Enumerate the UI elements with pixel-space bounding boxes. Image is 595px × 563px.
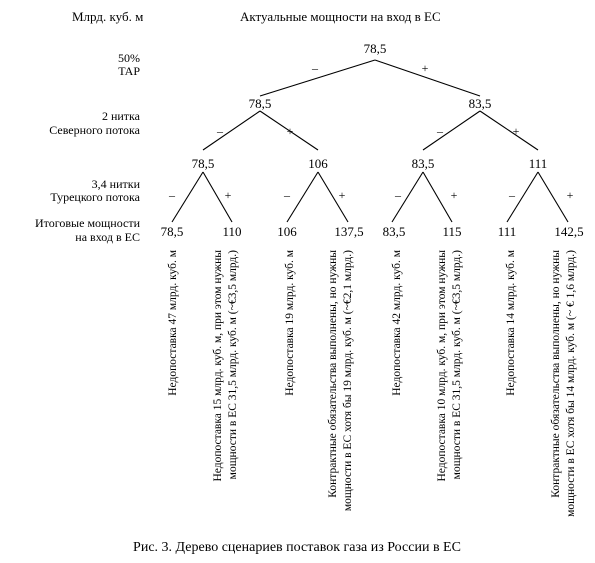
leaf-value: 111 [498, 224, 517, 239]
branch-sign-plus: + [567, 188, 574, 202]
scenario-note-5: Недопоставка 42 млрд. куб. м [391, 249, 403, 395]
tree-nodes: 78,5 78,5 83,5 78,5 106 83,5 111 78,5 11… [161, 41, 584, 239]
row-label-nord-stream-line1: 2 нитка [102, 109, 141, 123]
tree-edge [286, 171, 319, 223]
leaf-value: 110 [222, 224, 241, 239]
tree-edge [171, 171, 204, 223]
tree-edge [537, 171, 569, 223]
branch-sign-minus: – [168, 188, 176, 202]
node-level1: 83,5 [469, 96, 492, 111]
branch-sign-minus: – [216, 124, 224, 138]
scenario-notes: Недопоставка 47 млрд. куб. м Недопоставк… [167, 249, 577, 517]
row-label-total-line2: на вход в ЕС [75, 230, 140, 244]
unit-label: Млрд. куб. м [72, 9, 143, 24]
scenario-note-1: Недопоставка 47 млрд. куб. м [167, 249, 179, 395]
node-root: 78,5 [364, 41, 387, 56]
branch-sign-minus: – [436, 124, 444, 138]
row-label-turk-stream-line2: Турецкого потока [50, 190, 140, 204]
tree-edges [171, 59, 569, 223]
branch-sign-minus: – [508, 188, 516, 202]
leaf-value: 142,5 [554, 224, 583, 239]
branch-sign-minus: – [283, 188, 291, 202]
figure-caption: Рис. 3. Дерево сценариев поставок газа и… [133, 540, 461, 555]
tree-edge [202, 171, 233, 223]
leaf-value: 106 [277, 224, 297, 239]
tree-edge [479, 110, 539, 151]
branch-sign-plus: + [513, 124, 520, 138]
scenario-note-6-line1: Недопоставка 10 млрд. куб. м, при этом н… [436, 250, 448, 482]
branch-sign-plus: + [451, 188, 458, 202]
scenario-note-2-line1: Недопоставка 15 млрд. куб. м, при этом н… [212, 250, 224, 482]
scenario-note-2-line2: мощности в ЕС 31,5 млрд. куб. м (~€3,5 м… [227, 250, 239, 479]
row-label-tap-line1: 50% [118, 51, 140, 65]
scenario-note-6-line2: мощности в ЕС 31,5 млрд. куб. м (~€3,5 м… [451, 250, 463, 479]
row-label-nord-stream-line2: Северного потока [49, 123, 140, 137]
leaf-value: 78,5 [161, 224, 184, 239]
row-label-total-line1: Итоговые мощности [35, 216, 141, 230]
node-level2: 78,5 [192, 156, 215, 171]
tree-edge [374, 59, 481, 97]
row-label-tap-line2: TAP [118, 64, 140, 78]
branch-sign-plus: + [422, 61, 429, 75]
tree-edge [202, 110, 261, 151]
branch-sign-minus: – [311, 61, 319, 75]
branch-sign-plus: + [225, 188, 232, 202]
scenario-note-8-line2: мощности в ЕС хотя бы 14 млрд. куб. м (~… [565, 250, 577, 517]
branch-sign-minus: – [394, 188, 402, 202]
scenario-note-3: Недопоставка 19 млрд. куб. м [284, 249, 296, 395]
row-label-turk-stream-line1: 3,4 нитки [92, 177, 141, 191]
node-level2: 111 [529, 156, 548, 171]
branch-sign-plus: + [287, 124, 294, 138]
figure-header-title: Актуальные мощности на вход в ЕС [240, 9, 441, 24]
branch-signs: – + – + – + – + – + – + – + [168, 61, 574, 202]
scenario-note-4-line2: мощности в ЕС хотя бы 19 млрд. куб. м (~… [342, 250, 354, 511]
scenario-note-8-line1: Контрактные обязательства выполнены, но … [550, 250, 562, 498]
tree-edge [422, 171, 453, 223]
tree-edge [391, 171, 424, 223]
leaf-value: 115 [442, 224, 461, 239]
tree-edge [317, 171, 349, 223]
node-level1: 78,5 [249, 96, 272, 111]
tree-edge [259, 110, 319, 151]
leaf-value: 83,5 [383, 224, 406, 239]
tree-edge [422, 110, 481, 151]
tree-edge [259, 59, 376, 97]
leaf-value: 137,5 [334, 224, 363, 239]
node-level2: 106 [308, 156, 328, 171]
scenario-note-4-line1: Контрактные обязательства выполнены, но … [327, 250, 339, 498]
tree-edge [506, 171, 539, 223]
branch-sign-plus: + [339, 188, 346, 202]
node-level2: 83,5 [412, 156, 435, 171]
scenario-note-7: Недопоставка 14 млрд. куб. м [505, 249, 517, 395]
row-labels: 50% TAP 2 нитка Северного потока 3,4 нит… [35, 51, 141, 244]
